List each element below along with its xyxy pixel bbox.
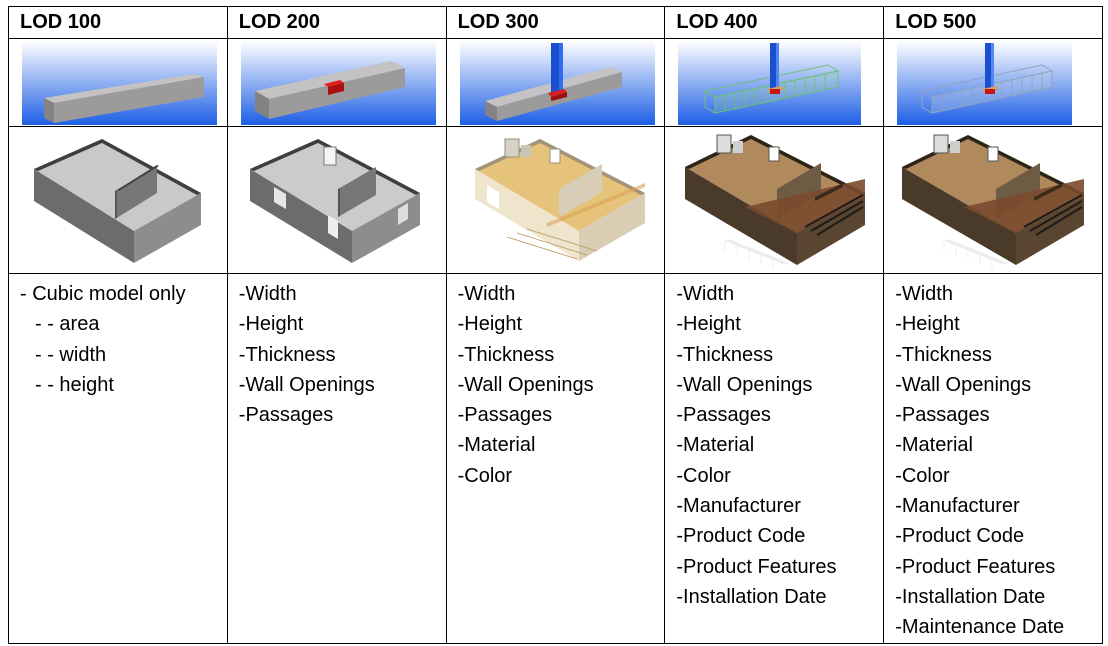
property-item: -Height [676, 313, 741, 336]
property-item: -Product Code [895, 525, 1025, 548]
property-item: -Material [895, 434, 973, 457]
property-item: -Product Features [676, 555, 837, 578]
room-image-row [8, 126, 1103, 274]
room-lod-300-image [474, 138, 645, 261]
property-item: -Color [895, 464, 950, 487]
property-item: -Width [676, 283, 735, 305]
property-item: -Wall Openings [676, 373, 813, 396]
property-item: -Thickness [895, 343, 992, 366]
property-item: -Installation Date [676, 585, 827, 608]
property-item: -Installation Date [895, 585, 1046, 608]
property-item: - - width [35, 343, 107, 366]
property-item: -Product Code [676, 525, 806, 548]
header-row: LOD 100 LOD 200 LOD 300 LOD 400 LOD 500 [8, 6, 1103, 39]
property-item: -Wall Openings [895, 373, 1032, 396]
lod-100-properties: - Cubic model only - - area - - width - - h… [9, 274, 227, 400]
properties-row: - Cubic model only - - area - - width - - h… [8, 273, 1103, 644]
property-item: - - height [35, 373, 114, 396]
lod-300-properties: -Width -Height -Thickness -Wall Openings -Pa… [447, 274, 665, 491]
room-lod-400-image [685, 134, 866, 269]
property-item: -Color [457, 464, 513, 487]
property-item: -Material [457, 434, 536, 457]
property-item: -Thickness [457, 343, 555, 366]
header-lod-200: LOD 200 [226, 6, 447, 39]
property-item: -Passages [457, 404, 553, 427]
property-item: -Material [676, 434, 755, 457]
lod-500-properties: -Width -Height -Thickness -Wall Openings -Pa… [884, 274, 1102, 643]
beam-image-row [8, 38, 1103, 127]
beam-lod-200-image [240, 41, 436, 125]
beam-lod-300-image [459, 41, 655, 125]
property-item: -Manufacturer [676, 495, 801, 518]
property-item: -Width [895, 283, 953, 305]
property-item: - - area [35, 313, 100, 336]
property-item: -Color [676, 464, 731, 487]
room-lod-100-image [34, 139, 201, 263]
property-item: -Maintenance Date [895, 616, 1065, 639]
header-lod-400: LOD 400 [664, 6, 885, 39]
property-item: -Width [238, 283, 297, 305]
property-item: -Passages [238, 404, 334, 427]
lod-200-properties: -Width -Height -Thickness -Wall Openings -Pa… [228, 274, 446, 430]
room-lod-500-image [902, 134, 1085, 269]
lod-400-properties: -Width -Height -Thickness -Wall Openings -Pa… [665, 274, 883, 612]
property-item: - Cubic model only [20, 283, 186, 305]
property-item: -Width [457, 283, 516, 305]
beam-lod-400-image [678, 41, 862, 125]
property-item: -Passages [895, 404, 990, 427]
property-item: -Wall Openings [238, 373, 375, 396]
header-lod-100: LOD 100 [8, 6, 228, 39]
property-item: -Height [895, 313, 960, 336]
property-item: -Height [457, 313, 523, 336]
header-lod-500: LOD 500 [883, 6, 1103, 39]
room-lod-200-image [249, 139, 420, 263]
beam-lod-100-image [22, 41, 217, 125]
property-item: -Wall Openings [457, 373, 594, 396]
property-item: -Height [238, 313, 304, 336]
property-item: -Manufacturer [895, 495, 1020, 518]
beam-lod-500-image [897, 41, 1073, 125]
property-item: -Thickness [238, 343, 336, 366]
property-item: -Passages [676, 404, 771, 427]
property-item: -Product Features [895, 555, 1056, 578]
lod-table: LOD 100 LOD 200 LOD 300 LOD 400 LOD 500 [8, 6, 1103, 644]
property-item: -Thickness [676, 343, 774, 366]
header-lod-300: LOD 300 [445, 6, 666, 39]
